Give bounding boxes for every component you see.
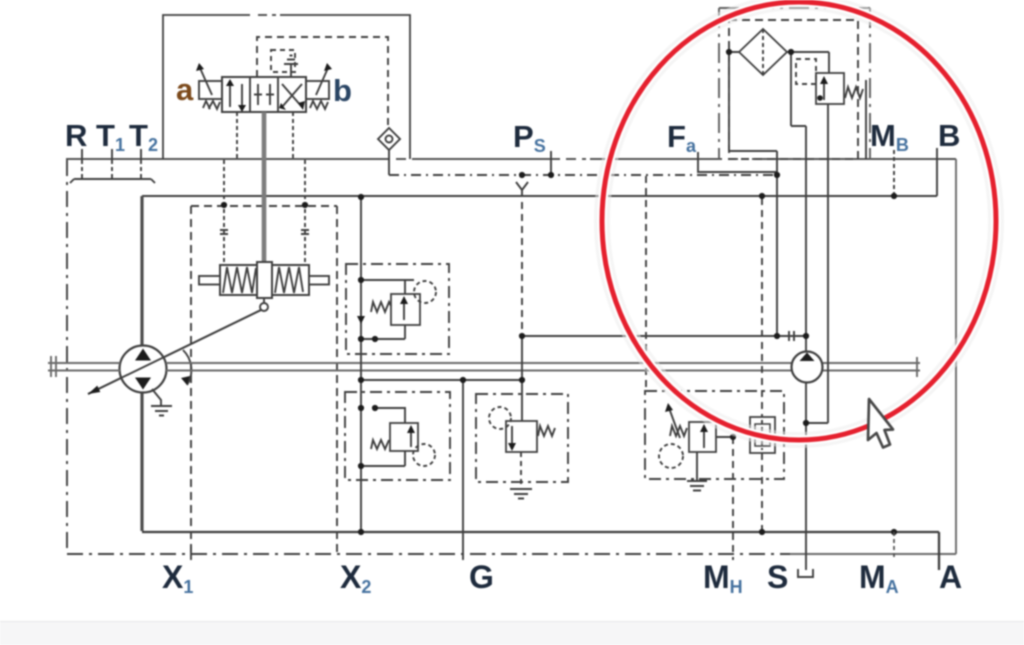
svg-text:S: S: [767, 559, 788, 595]
svg-text:A: A: [939, 559, 962, 595]
svg-text:R: R: [65, 118, 87, 153]
svg-text:b: b: [333, 73, 352, 108]
svg-text:B: B: [938, 118, 960, 153]
svg-text:G: G: [469, 559, 494, 595]
svg-text:MB: MB: [870, 118, 909, 155]
svg-text:a: a: [176, 72, 194, 107]
